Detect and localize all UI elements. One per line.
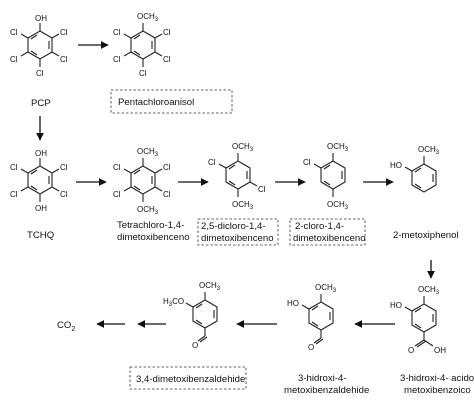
atom-cl: Cl	[10, 163, 18, 172]
atom-och3: OCH3	[327, 200, 349, 211]
atom-oh: OH	[35, 14, 47, 23]
dimetoxibenzaldehide-structure: OCH3 H3CO O	[163, 281, 221, 350]
label-dicloro-line2: dimetoxibenceno	[201, 233, 274, 244]
dicloro-structure: OCH3 Cl OCH3 Cl	[208, 142, 266, 211]
label-cloro-line2: dimetoxibenceno	[293, 233, 366, 244]
atom-ho: HO	[390, 301, 402, 310]
label-cloro-line1: 2-cloro-1,4-	[295, 221, 344, 232]
tchq-structure: OH Cl Cl OH Cl Cl	[10, 149, 68, 213]
atom-och3: OCH3	[232, 142, 254, 153]
atom-cl: Cl	[303, 158, 311, 167]
label-dimetoxibenzaldehide: 3,4-dimetoxibenzaldehide	[136, 374, 245, 385]
atom-cl: Cl	[258, 185, 266, 194]
atom-och3: OCH3	[199, 281, 221, 292]
atom-ho: HO	[390, 161, 402, 170]
atom-cl: Cl	[139, 69, 147, 78]
box-cloro	[289, 218, 366, 246]
label-tetrachloro-line2: dimetoxibenceno	[117, 232, 190, 243]
atom-och3: OCH3	[315, 283, 337, 294]
atom-och3: OCH3	[137, 205, 159, 216]
atom-cl: Cl	[113, 163, 121, 172]
atom-cl: Cl	[10, 190, 18, 199]
atom-cl: Cl	[113, 28, 121, 37]
atom-och3: OCH3	[232, 200, 254, 211]
atom-och3: OCH3	[327, 142, 349, 153]
atom-ho: HO	[287, 299, 299, 308]
label-co2: CO2	[57, 320, 75, 333]
atom-oh: OH	[35, 149, 47, 158]
hidroxibenzaldehide-structure: OCH3 HO O	[287, 283, 337, 352]
atom-och3: OCH3	[137, 147, 159, 158]
metoxiphenol-structure: OCH3 HO	[390, 145, 440, 193]
atom-o: O	[408, 346, 414, 355]
atom-cl: Cl	[113, 55, 121, 64]
label-pcp: PCP	[31, 98, 51, 109]
atom-cl: Cl	[60, 190, 68, 199]
label-hidroxibenzaldehide-line2: metoxibenzaldehide	[284, 385, 369, 396]
atom-cl: Cl	[60, 163, 68, 172]
atom-och3: OCH3	[418, 285, 440, 296]
atom-cl: Cl	[163, 55, 171, 64]
atom-oh: OH	[35, 204, 47, 213]
label-hidroxibenzaldehide-line1: 3-hidroxi-4-	[298, 373, 347, 384]
atom-cl: Cl	[163, 190, 171, 199]
atom-cl: Cl	[60, 28, 68, 37]
box-dimetoxibenzaldehide	[129, 366, 247, 390]
label-pentachloroanisol: Pentachloroanisol	[118, 97, 194, 108]
acido-structure: OCH3 HO O OH	[390, 285, 446, 355]
box-dicloro	[197, 218, 279, 246]
atom-cl: Cl	[10, 55, 18, 64]
atom-cl: Cl	[163, 28, 171, 37]
atom-h3co: H3CO	[163, 297, 184, 308]
atom-och3: OCH3	[137, 12, 159, 23]
cloro-structure: OCH3 OCH3 Cl	[303, 142, 349, 211]
atom-cl: Cl	[163, 163, 171, 172]
atom-o: O	[192, 341, 198, 350]
atom-cl: Cl	[208, 158, 216, 167]
atom-och3: OCH3	[418, 145, 440, 156]
atom-cl: Cl	[60, 55, 68, 64]
label-dicloro-line1: 2,5-dicloro-1,4-	[201, 221, 266, 232]
label-acido-line2: metoxibenzoico	[404, 385, 471, 396]
atom-oh: OH	[434, 346, 446, 355]
pcp-structure: OH Cl Cl Cl Cl Cl	[10, 14, 68, 78]
box-pentachloroanisol	[110, 89, 233, 114]
label-metoxiphenol: 2-metoxiphenol	[393, 230, 459, 241]
atom-cl: Cl	[10, 28, 18, 37]
atom-cl: Cl	[36, 69, 44, 78]
atom-o: O	[308, 343, 314, 352]
label-tetrachloro-line1: Tetrachloro-1,4-	[117, 220, 184, 231]
label-tchq: TCHQ	[27, 230, 54, 241]
label-acido-line1: 3-hidroxi-4- acido	[400, 373, 474, 384]
tetrachloro-structure: OCH3 Cl Cl OCH3 Cl Cl	[113, 147, 171, 216]
atom-cl: Cl	[113, 190, 121, 199]
pentachloroanisol-structure: OCH3 Cl Cl Cl Cl Cl	[113, 12, 171, 78]
